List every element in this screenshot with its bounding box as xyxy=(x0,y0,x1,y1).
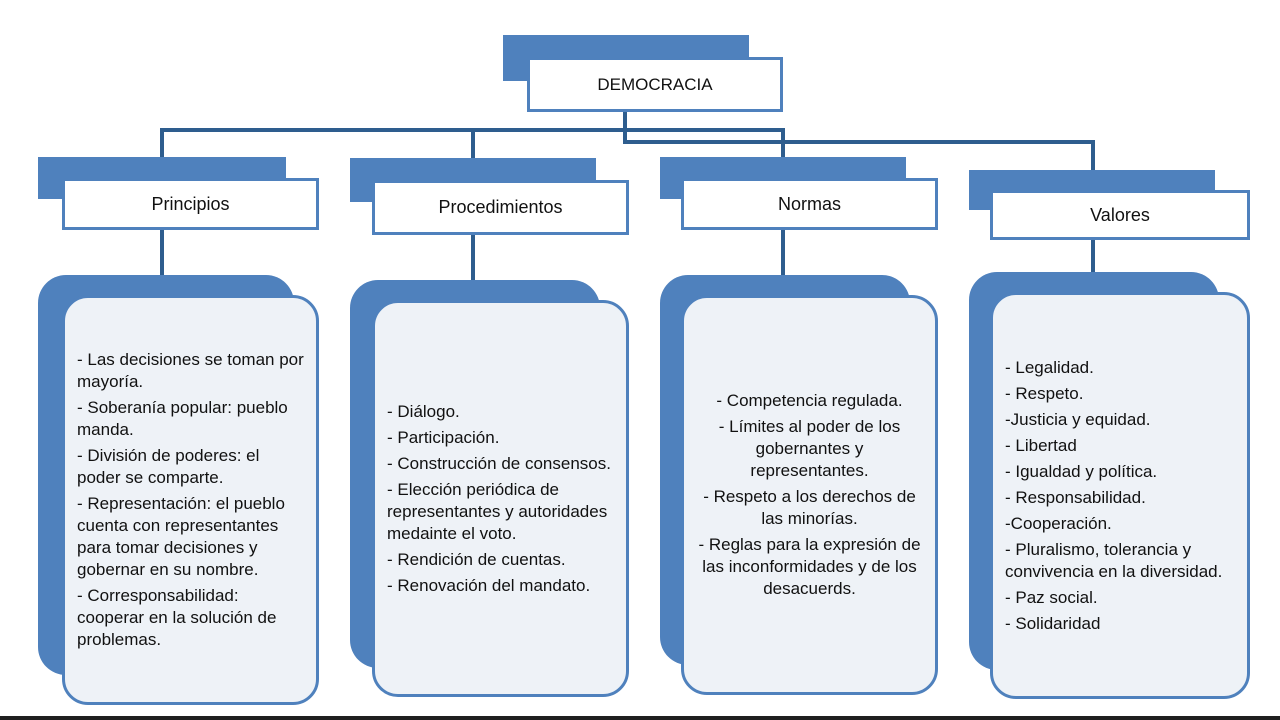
valores-item: - Libertad xyxy=(1005,435,1077,455)
procedimientos-item: - Diálogo. xyxy=(387,401,460,421)
valores-header: Valores xyxy=(990,190,1250,240)
procedimientos-item: - Participación. xyxy=(387,427,500,447)
connector-normas-down xyxy=(781,128,785,160)
principios-item: - Las decisiones se toman por mayoría. xyxy=(77,350,304,391)
procedimientos-item: - Elección periódica de representantes y… xyxy=(387,479,608,543)
valores-item: - Responsabilidad. xyxy=(1005,487,1146,507)
valores-content: - Legalidad. - Respeto. -Justicia y equi… xyxy=(990,292,1250,699)
valores-item: - Respeto. xyxy=(1005,383,1084,403)
connector-valores-content xyxy=(1091,238,1095,273)
normas-header: Normas xyxy=(681,178,938,230)
valores-item: - Solidaridad xyxy=(1005,613,1101,633)
connector-procedimientos-content xyxy=(471,235,475,280)
valores-item: -Cooperación. xyxy=(1005,513,1112,533)
procedimientos-header: Procedimientos xyxy=(372,180,629,235)
procedimientos-content: - Diálogo. - Participación. - Construcci… xyxy=(372,300,629,697)
valores-item: -Justicia y equidad. xyxy=(1005,409,1151,429)
valores-item: - Pluralismo, tolerancia y convivencia e… xyxy=(1005,539,1223,581)
principios-item: - Corresponsabilidad: cooperar en la sol… xyxy=(77,586,277,649)
normas-header-label: Normas xyxy=(777,193,841,214)
root-node: DEMOCRACIA xyxy=(527,57,783,112)
principios-header-label: Principios xyxy=(151,193,230,214)
principios-item: - Soberanía popular: pueblo manda. xyxy=(77,398,288,439)
connector-root-down xyxy=(623,110,627,142)
normas-content: - Competencia regulada. - Límites al pod… xyxy=(681,295,938,695)
normas-item: - Límites al poder de los gobernantes y … xyxy=(718,417,901,480)
normas-item: - Reglas para la expresión de las inconf… xyxy=(698,535,921,598)
root-node-label: DEMOCRACIA xyxy=(597,74,713,94)
valores-item: - Legalidad. xyxy=(1005,357,1094,377)
connector-procedimientos-down xyxy=(471,128,475,160)
principios-item: - Representación: el pueblo cuenta con r… xyxy=(77,494,285,579)
bottom-edge-bar xyxy=(0,716,1280,720)
procedimientos-item: - Renovación del mandato. xyxy=(387,575,591,595)
normas-item: - Competencia regulada. xyxy=(716,391,903,410)
procedimientos-header-label: Procedimientos xyxy=(438,197,563,217)
valores-item: - Paz social. xyxy=(1005,587,1098,607)
connector-normas-content xyxy=(781,230,785,275)
principios-item: - División de poderes: el poder se compa… xyxy=(77,446,260,487)
valores-item: - Igualdad y política. xyxy=(1005,461,1158,481)
normas-item: - Respeto a los derechos de las minorías… xyxy=(703,487,916,528)
procedimientos-item: - Construcción de consensos. xyxy=(387,453,611,473)
principios-header: Principios xyxy=(62,178,319,230)
connector-right-bar xyxy=(623,140,1095,144)
connector-valores-down xyxy=(1091,140,1095,170)
principios-content: - Las decisiones se toman por mayoría. -… xyxy=(62,295,319,705)
connector-principios-content xyxy=(160,228,164,276)
procedimientos-item: - Rendición de cuentas. xyxy=(387,549,566,569)
valores-header-label: Valores xyxy=(1090,204,1150,225)
connector-principios-down xyxy=(160,128,164,160)
